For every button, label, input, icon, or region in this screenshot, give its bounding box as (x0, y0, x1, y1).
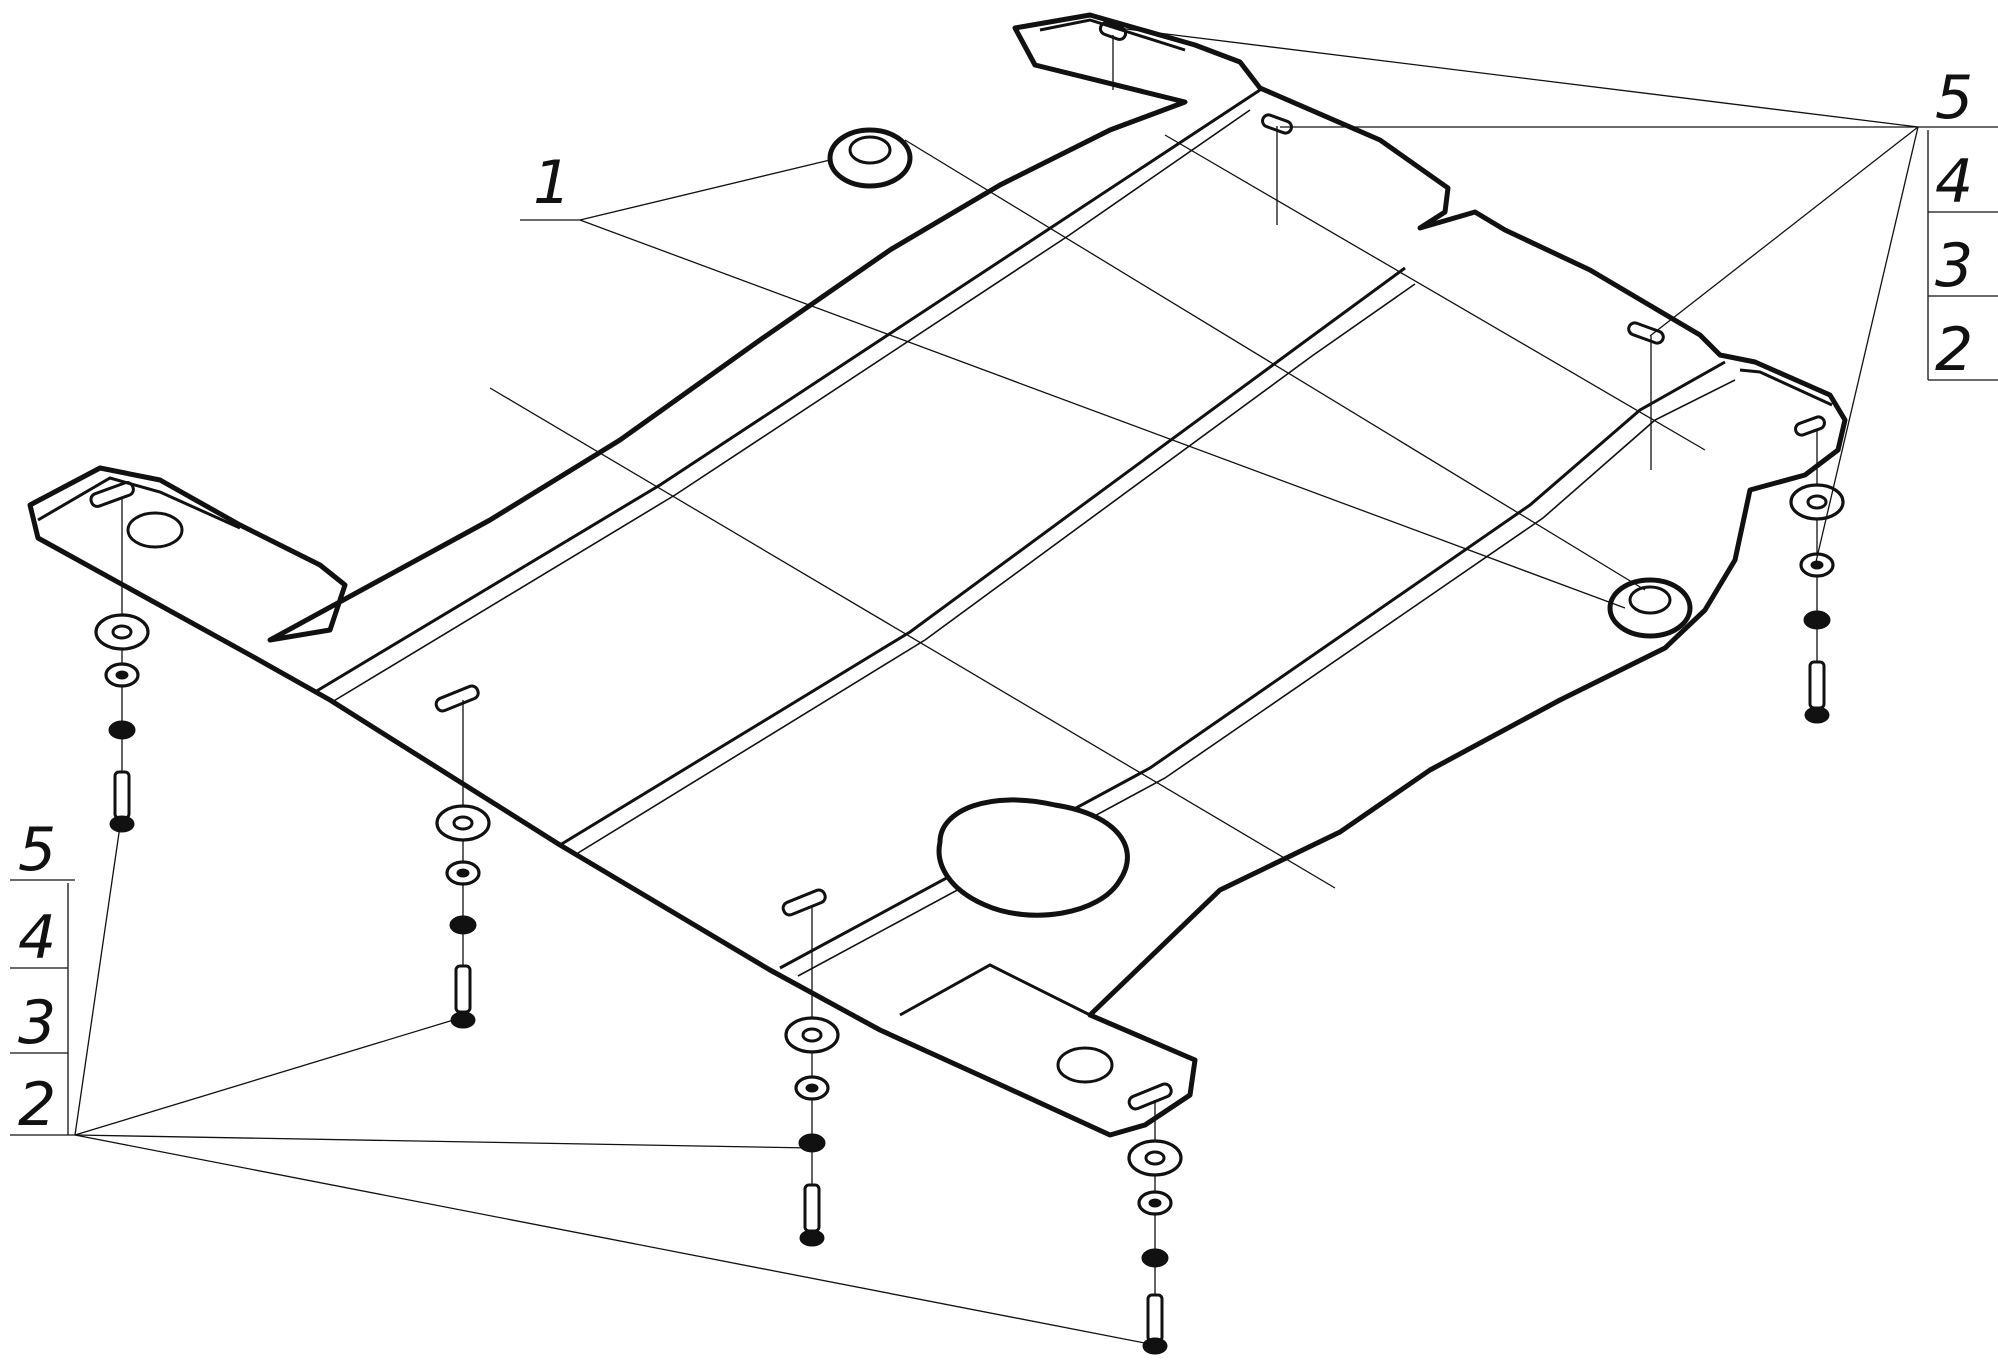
callout-4-top-right: 4 (1935, 147, 1974, 217)
fastener-stack-3 (784, 905, 840, 1247)
leader-lines (10, 27, 1998, 1346)
fastener-stack-1 (94, 498, 150, 833)
callout-5-top-right: 5 (1935, 63, 1974, 133)
fastener-stack-5 (1789, 430, 1845, 724)
callout-3-top-right: 3 (1935, 231, 1974, 301)
skid-plate (27, 12, 1848, 1138)
callout-3-left: 3 (18, 988, 57, 1058)
callout-2-top-right: 2 (1935, 315, 1974, 385)
captive-nut-rear (1607, 577, 1693, 639)
callout-5-left: 5 (18, 815, 57, 885)
callout-1-top: 1 (533, 148, 572, 218)
fastener-stack-2 (435, 700, 491, 1029)
callout-2-left: 2 (18, 1070, 57, 1140)
captive-nut-front (827, 127, 913, 189)
callout-4-left: 4 (18, 903, 57, 973)
fastener-stack-4 (1127, 1100, 1183, 1355)
